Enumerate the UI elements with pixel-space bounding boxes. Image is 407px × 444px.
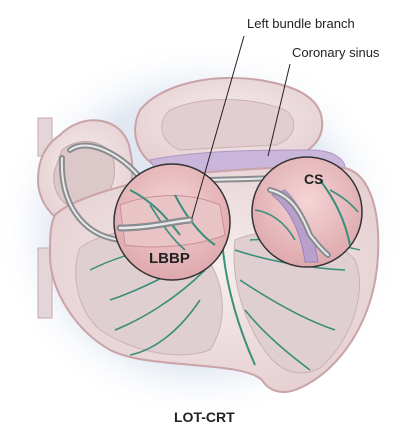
label-left-bundle-branch: Left bundle branch xyxy=(247,16,355,31)
label-cs: CS xyxy=(304,171,324,187)
conduction-left-2 xyxy=(239,279,336,331)
cs-zoom-circle xyxy=(251,156,363,268)
conduction-right-2 xyxy=(114,269,206,331)
lbbp-zoom-circle xyxy=(113,163,231,281)
label-coronary-sinus: Coronary sinus xyxy=(292,45,380,60)
conduction-left-3 xyxy=(244,309,311,371)
vena-cava-lower xyxy=(37,247,53,319)
conduction-septum xyxy=(221,239,256,366)
leader-left-bundle xyxy=(191,35,245,219)
diagram-title: LOT-CRT xyxy=(174,409,235,425)
conduction-right-3 xyxy=(129,299,201,356)
label-lbbp: LBBP xyxy=(149,250,190,267)
leader-coronary-sinus xyxy=(267,63,291,157)
left-atrium-inner xyxy=(161,99,295,151)
